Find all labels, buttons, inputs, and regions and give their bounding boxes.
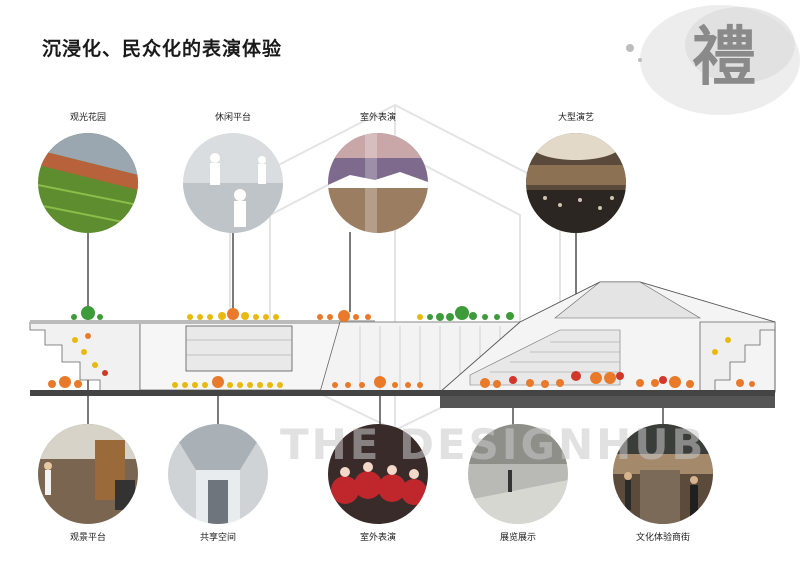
large-performance-photo <box>526 130 626 233</box>
label-shared-space: 共享空间 <box>173 530 263 543</box>
outdoor-performance-photo <box>328 133 428 233</box>
label-outdoor-performance-bottom: 室外表演 <box>333 530 423 543</box>
shared-space-photo <box>168 424 268 524</box>
leisure-platform-photo <box>183 133 283 233</box>
label-exhibition: 展览展示 <box>473 530 563 543</box>
label-outdoor-performance-top: 室外表演 <box>333 110 423 123</box>
label-cultural-street: 文化体验商街 <box>618 530 708 543</box>
garden-photo <box>38 133 138 233</box>
label-large-performance: 大型演艺 <box>531 110 621 123</box>
building-section <box>30 282 775 408</box>
label-sightseeing-garden: 观光花园 <box>43 110 133 123</box>
label-leisure-platform: 休闲平台 <box>188 110 278 123</box>
activity-dots-green <box>71 306 514 321</box>
label-viewing-platform: 观景平台 <box>43 530 133 543</box>
viewing-platform-photo <box>38 424 138 524</box>
watermark-text: THE DESIGNHUB <box>280 420 706 469</box>
